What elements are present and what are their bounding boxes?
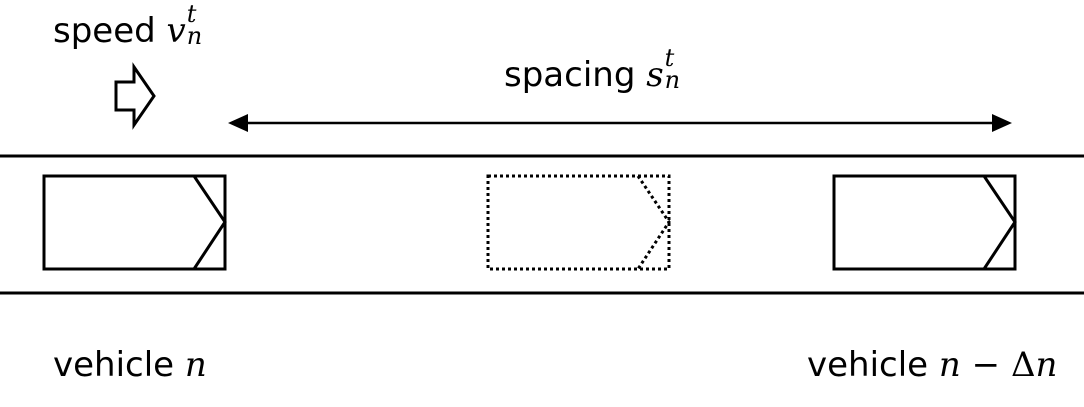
speed-word: speed xyxy=(53,11,156,51)
vehicle-n-minus-delta-n-label: vehicle n − Δn xyxy=(807,348,1057,382)
spacing-sub: n xyxy=(664,66,681,94)
vehicle-right-symbol-n2: n xyxy=(1035,345,1058,385)
vehicle-right-minus: − xyxy=(971,345,1001,385)
vehicle-left-word: vehicle xyxy=(53,345,175,385)
spacing-arrow-left-head-icon xyxy=(228,114,248,132)
spacing-sup: t xyxy=(664,44,675,72)
vehicle-left-symbol: n xyxy=(184,345,207,385)
spacing-word: spacing xyxy=(504,55,636,95)
vehicle-n-label: vehicle n xyxy=(53,348,207,382)
vehicle-right-delta: Δ xyxy=(1010,345,1036,385)
speed-arrow-icon xyxy=(114,62,156,130)
spacing-arrow-right-head-icon xyxy=(992,114,1012,132)
spacing-symbol: s xyxy=(646,55,664,95)
vehicle-n xyxy=(42,174,227,271)
vehicle-right-word: vehicle xyxy=(807,345,929,385)
speed-symbol: v xyxy=(166,11,186,51)
speed-sup: t xyxy=(186,0,197,28)
vehicle-n-minus-delta-n xyxy=(832,174,1017,271)
vehicle-right-symbol-n: n xyxy=(938,345,961,385)
speed-sub: n xyxy=(186,22,203,50)
vehicle-intermediate-dotted xyxy=(486,174,671,271)
